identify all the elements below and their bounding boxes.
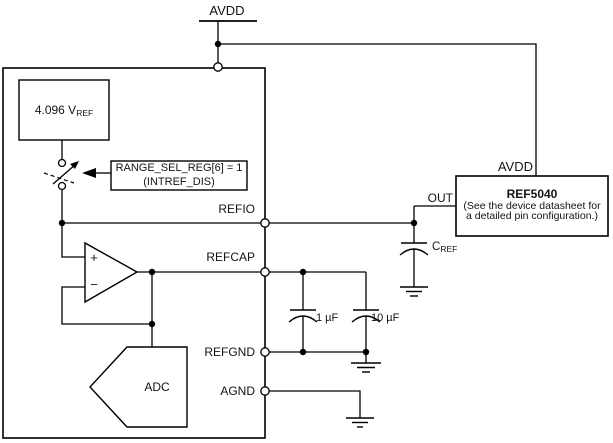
pin-avdd (213, 62, 223, 72)
ref5040-note-line2: a detailed pin configuration.) (466, 209, 598, 222)
annotation-arrowhead-icon (82, 168, 96, 178)
adc-core-symbol (89, 346, 188, 428)
ground-refgnd-icon (351, 362, 381, 373)
out-pin-label: OUT (427, 191, 453, 205)
agnd-pin-label: AGND (220, 384, 255, 398)
internal-reference-label: 4.096 VREF (19, 80, 109, 140)
cap-cref-subscript: REF (440, 244, 458, 254)
internal-reference-subscript: REF (76, 108, 94, 118)
opamp-symbol (84, 241, 139, 304)
junction-avdd (214, 40, 222, 48)
switch-closed-position-dashed (43, 172, 75, 184)
junction-c2-bottom (362, 348, 370, 356)
register-annotation-line2: (INTREF_DIS) (143, 175, 215, 188)
switch-terminal-top (57, 158, 67, 168)
ground-cref-icon (400, 286, 428, 297)
avdd-top-label: AVDD (209, 3, 245, 18)
junction-out-refio (410, 219, 418, 227)
wire-opamp-feedback (61, 286, 152, 325)
pin-agnd (260, 386, 270, 396)
adc-core-label: ADC (144, 380, 170, 394)
pin-refgnd (260, 347, 270, 357)
refcap-pin-label: REFCAP (206, 250, 255, 264)
switch-terminal-bottom (57, 181, 67, 191)
refgnd-pin-label: REFGND (204, 345, 255, 359)
junction-dots (58, 40, 418, 356)
refio-pin-label: REFIO (218, 202, 255, 216)
internal-reference-value: 4.096 V (34, 103, 77, 117)
ground-agnd-icon (346, 417, 374, 428)
register-annotation-line1: RANGE_SEL_REG[6] = 1 (115, 162, 243, 174)
ref5040-note-line1: (See the device datasheet for (463, 200, 601, 212)
pin-refio (260, 218, 270, 228)
junction-c1-bottom (299, 348, 307, 356)
internal-reference-block (18, 79, 110, 141)
ref5040-part-number: REF5040 (506, 187, 558, 201)
cap-1uf-label: 1 µF (316, 312, 339, 324)
junction-feedback (148, 320, 156, 328)
cap-cref-curved-plate (399, 248, 429, 256)
junction-refio (58, 219, 66, 227)
pin-refcap (260, 267, 270, 277)
cap-10uf-curved-plate (351, 315, 381, 323)
wire-agnd-net (265, 390, 361, 418)
pin-terminals (213, 62, 270, 396)
wires (61, 20, 537, 418)
junction-opamp-output (148, 268, 156, 276)
cap-1uf-curved-plate (288, 315, 318, 323)
register-annotation-box (110, 160, 248, 191)
wire-avdd-to-ref5040 (218, 43, 537, 176)
opamp-minus-label: − (90, 277, 98, 292)
adc-device-outline (2, 67, 266, 439)
switch-blade (52, 163, 77, 185)
cap-cref-label: CREF (432, 241, 457, 254)
ground-symbols (346, 286, 428, 428)
junction-c1-top (299, 268, 307, 276)
capacitor-symbols (288, 242, 429, 323)
ref5040-block (455, 175, 609, 237)
register-annotation: RANGE_SEL_REG[6] = 1 (INTREF_DIS) (111, 162, 247, 189)
cap-10uf-label: 10 µF (371, 312, 400, 324)
cap-cref-main: C (432, 241, 441, 253)
avdd-right-label: AVDD (497, 159, 533, 174)
opamp-plus-label: + (90, 250, 98, 265)
intref-switch (43, 158, 79, 191)
switch-motion-arrowhead-icon (70, 161, 79, 169)
wire-opamp-plus-input (61, 223, 85, 258)
